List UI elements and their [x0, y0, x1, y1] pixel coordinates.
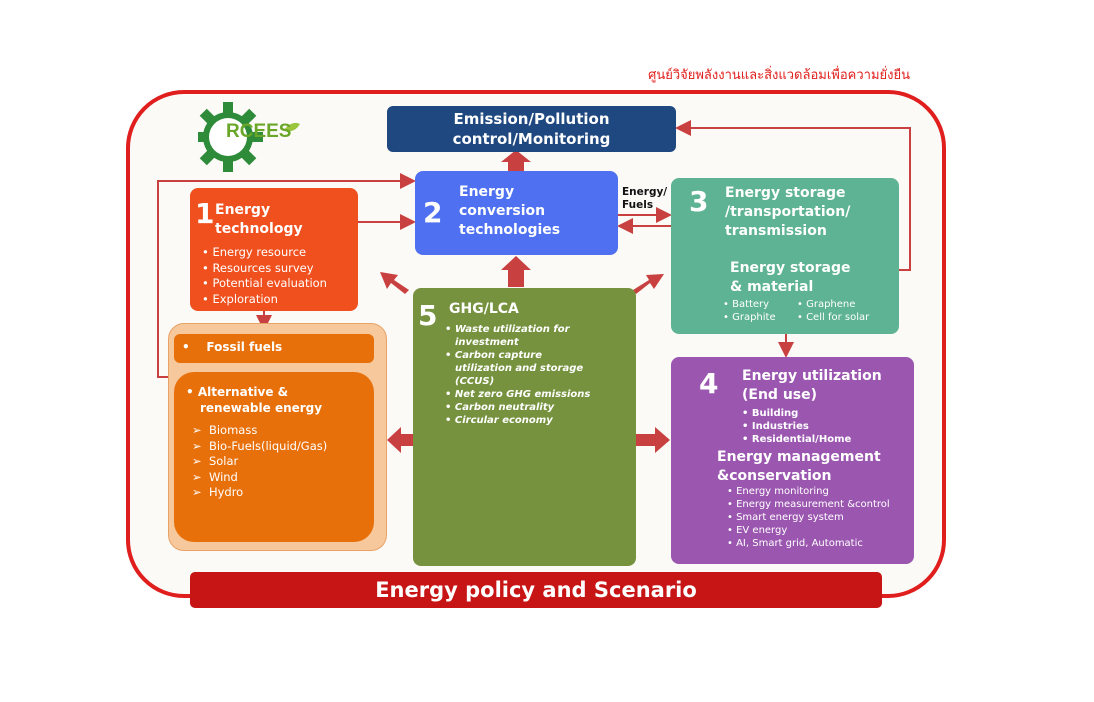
loop-arrow-left — [157, 173, 416, 378]
storage-title-line1: Energy storage — [725, 185, 846, 201]
utilization-title: Energy utilization (End use) — [742, 367, 882, 405]
renewable-title-line2: renewable energy — [200, 401, 323, 415]
list-item: • Smart energy system — [727, 512, 844, 523]
right-arrow-utilization — [636, 427, 670, 453]
list-item: • Industries — [742, 421, 809, 432]
storage-material-title: Energy storage & material — [730, 259, 850, 297]
storage-sub-line2: & material — [730, 279, 814, 295]
list-item: ➢ Bio-Fuels(liquid/Gas) — [192, 438, 328, 453]
energy-fuels-line1: Energy/ — [622, 186, 668, 198]
left-arrow-renewable — [387, 427, 413, 453]
ghg-list: • Waste utilization for investment • Car… — [445, 323, 631, 427]
technology-title-line2: technology — [215, 221, 303, 237]
renewable-list: ➢ Biomass ➢ Bio-Fuels(liquid/Gas) ➢ Sola… — [192, 423, 327, 501]
list-item: • Circular economy — [445, 415, 553, 426]
list-item: • Graphite — [723, 312, 776, 323]
management-title-line1: Energy management — [717, 449, 881, 465]
list-item: • Carbon neutrality — [445, 402, 555, 413]
list-item: • Potential evaluation — [202, 276, 327, 290]
list-item: • Residential/Home — [742, 434, 852, 445]
storage-number: 3 — [689, 185, 709, 218]
technology-list: • Energy resource • Resources survey • P… — [202, 245, 327, 307]
renewable-box: • Alternative & renewable energy ➢ Bioma… — [174, 372, 374, 542]
list-item: • AI, Smart grid, Automatic — [727, 538, 863, 549]
up-arrow-emission — [501, 150, 531, 171]
list-item: • Graphene — [797, 299, 856, 310]
conversion-box: 2 Energy conversion technologies — [415, 171, 618, 255]
list-item: • Cell for solar — [797, 312, 870, 323]
ghg-lca-box: 5 GHG/LCA • Waste utilization for invest… — [413, 288, 636, 566]
storage-title-line3: transmission — [725, 223, 827, 239]
list-item: • Energy measurement &control — [727, 499, 890, 510]
thai-title: ศูนย์วิจัยพลังงานและสิ่งแวดล้อมเพื่อความ… — [648, 68, 910, 83]
list-item: • Carbon capture — [445, 350, 542, 361]
list-item: • Resources survey — [202, 260, 314, 275]
list-item: ➢ Solar — [192, 454, 239, 468]
utilization-number: 4 — [699, 367, 719, 400]
technology-title-line1: Energy — [215, 202, 271, 218]
energy-fuels-line2: Fuels — [622, 199, 654, 211]
storage-title: Energy storage /transportation/ transmis… — [725, 184, 850, 241]
technology-number: 1 — [195, 197, 215, 230]
logo-text: RCEES — [226, 121, 292, 142]
rcees-logo — [193, 100, 308, 172]
utilization-title-line1: Energy utilization — [742, 368, 882, 384]
diag-arrow-storage — [633, 274, 664, 294]
management-list: • Energy monitoring • Energy measurement… — [727, 485, 913, 550]
storage-sub-line1: Energy storage — [730, 260, 851, 276]
list-item: • Building — [742, 408, 799, 419]
conversion-title-line2: conversion — [459, 203, 546, 219]
storage-list: • Battery • Graphene • Graphite • Cell for… — [723, 298, 898, 324]
conversion-title: Energy conversion technologies — [459, 183, 560, 240]
conversion-title-line3: technologies — [459, 222, 561, 238]
gear-icon — [193, 102, 300, 172]
renewable-title: • Alternative & renewable energy — [186, 385, 323, 415]
list-item: • Exploration — [202, 291, 278, 306]
utilization-box: 4 Energy utilization (End use) • Buildin… — [671, 357, 914, 564]
management-title-line2: &conservation — [717, 468, 832, 484]
list-item: investment — [455, 337, 519, 348]
emission-box: Emission/Pollution control/Monitoring — [387, 106, 676, 152]
technology-title: Energy technology — [215, 201, 303, 239]
list-item: • Battery — [723, 299, 770, 310]
list-item: ➢ Hydro — [192, 485, 244, 499]
storage-title-line2: /transportation/ — [725, 204, 851, 220]
energy-fuels-label: Energy/ Fuels — [622, 186, 667, 212]
ghg-title: GHG/LCA — [449, 301, 519, 317]
diag-arrow-tech — [380, 272, 409, 294]
utilization-list: • Building • Industries • Residential/Ho… — [742, 407, 851, 446]
list-item: ➢ Biomass — [192, 423, 258, 437]
list-item: • Net zero GHG emissions — [445, 389, 591, 400]
list-item: • Waste utilization for — [445, 324, 570, 335]
list-item: • EV energy — [727, 525, 788, 536]
up-arrow-conversion — [501, 256, 531, 287]
conversion-number: 2 — [423, 196, 443, 229]
storage-to-emission-arrow — [675, 120, 911, 271]
list-item: ➢ Wind — [192, 469, 238, 484]
fossil-fuels-label: • Fossil fuels — [182, 340, 283, 354]
ghg-number: 5 — [418, 299, 438, 332]
emission-title-line1: Emission/Pollution — [453, 110, 610, 128]
conversion-title-line1: Energy — [459, 184, 515, 200]
policy-bar: Energy policy and Scenario — [190, 572, 882, 608]
list-item: • Energy resource — [202, 245, 307, 259]
technology-box: 1 Energy technology • Energy resource • … — [190, 188, 358, 311]
emission-title-line2: control/Monitoring — [452, 130, 611, 148]
utilization-title-line2: (End use) — [742, 387, 818, 403]
list-item: utilization and storage — [455, 363, 584, 374]
storage-box: 3 Energy storage /transportation/ transm… — [671, 178, 899, 334]
fossil-fuels-box: • Fossil fuels — [174, 334, 374, 363]
management-title: Energy management &conservation — [717, 448, 881, 486]
list-item: (CCUS) — [455, 376, 495, 387]
list-item: • Energy monitoring — [727, 486, 829, 497]
